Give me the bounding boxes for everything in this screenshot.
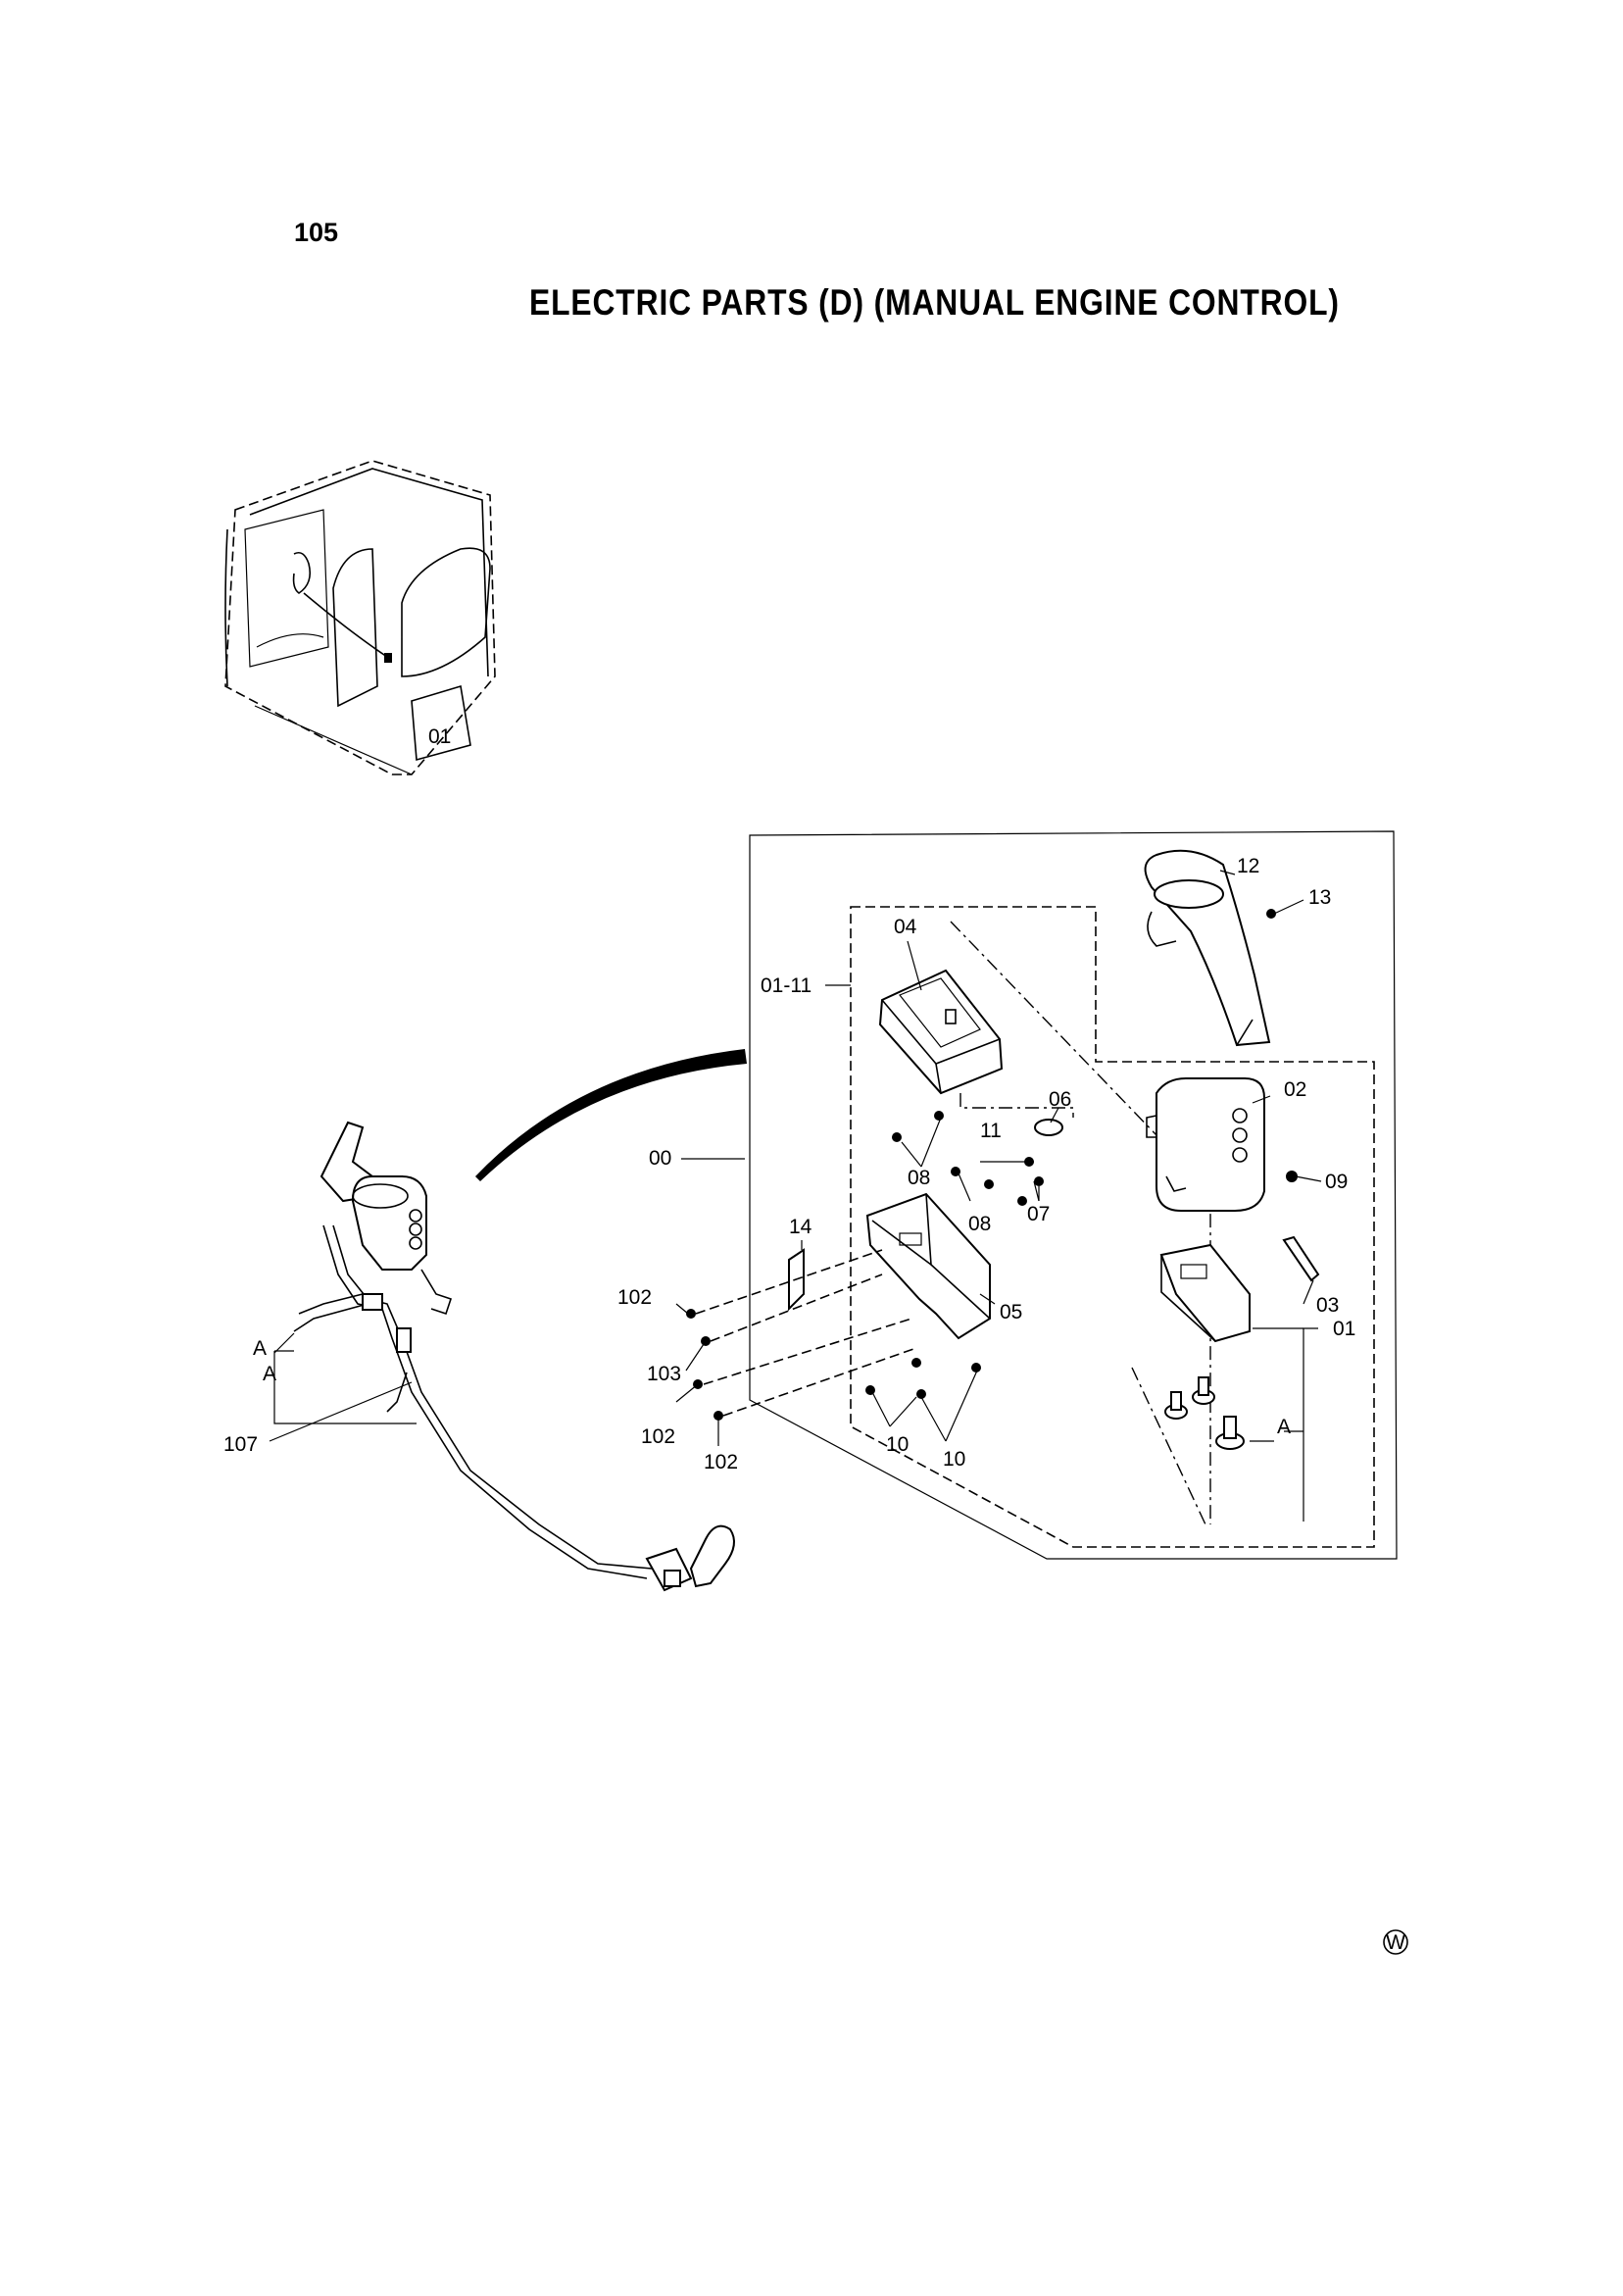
callout-102a: 102: [617, 1286, 652, 1309]
callout-02: 02: [1284, 1078, 1306, 1101]
callout-103: 103: [647, 1363, 681, 1385]
callout-09: 09: [1325, 1171, 1348, 1193]
knob-set-a: [1164, 1376, 1245, 1450]
part-03-bracket: [1282, 1235, 1320, 1282]
callout-10a: 10: [886, 1433, 909, 1456]
callout-10b: 10: [943, 1448, 965, 1471]
harness-107: [293, 1121, 735, 1592]
callout-08a: 08: [908, 1167, 930, 1189]
callout-06: 06: [1049, 1088, 1071, 1111]
callout-01: 01: [1333, 1318, 1355, 1340]
part-12-cover: [1144, 849, 1271, 1047]
callout-00: 00: [649, 1147, 671, 1170]
callout-a-left-2: A: [263, 1363, 276, 1385]
part-04-box: [878, 969, 1004, 1095]
callout-102c: 102: [704, 1451, 738, 1473]
part-05-bracket: [865, 1192, 991, 1340]
callout-07: 07: [1027, 1203, 1050, 1225]
page-title: ELECTRIC PARTS (D) (MANUAL ENGINE CONTRO…: [529, 282, 1340, 323]
part-02-monitor: [1146, 1077, 1265, 1212]
corner-mark: W: [1383, 1929, 1408, 1955]
callout-a-left-1: A: [253, 1337, 267, 1360]
corner-mark-label: W: [1386, 1931, 1405, 1954]
cab-overview-illustration: [224, 460, 496, 775]
assembly-lines: [695, 1249, 917, 1417]
callout-13: 13: [1308, 886, 1331, 909]
callout-12: 12: [1237, 855, 1259, 877]
callout-a-right: A: [1277, 1416, 1291, 1438]
phantom-line-lower: [1131, 1367, 1206, 1525]
callout-14: 14: [789, 1216, 812, 1238]
page-number: 105: [294, 218, 339, 247]
kit-boundary-dashed: [850, 906, 1375, 1548]
fasteners: [686, 1111, 1298, 1421]
cab-mark-label: 01: [428, 725, 451, 748]
callout-01-11: 01-11: [761, 974, 812, 997]
part-13-screw: [1266, 909, 1276, 919]
callout-102b: 102: [641, 1425, 675, 1448]
callout-03: 03: [1316, 1294, 1339, 1317]
callout-04: 04: [894, 916, 917, 938]
detail-boundary-outer: [749, 830, 1398, 1560]
callout-05: 05: [1000, 1301, 1022, 1323]
phantom-line-04-06: [959, 1093, 1074, 1118]
callout-arc: [475, 1049, 747, 1181]
callout-107: 107: [223, 1433, 258, 1456]
callout-11: 11: [980, 1120, 1002, 1142]
leader-lines: [269, 870, 1322, 1522]
callout-08b: 08: [968, 1213, 991, 1235]
part-01-switch-housing: [1159, 1243, 1251, 1343]
